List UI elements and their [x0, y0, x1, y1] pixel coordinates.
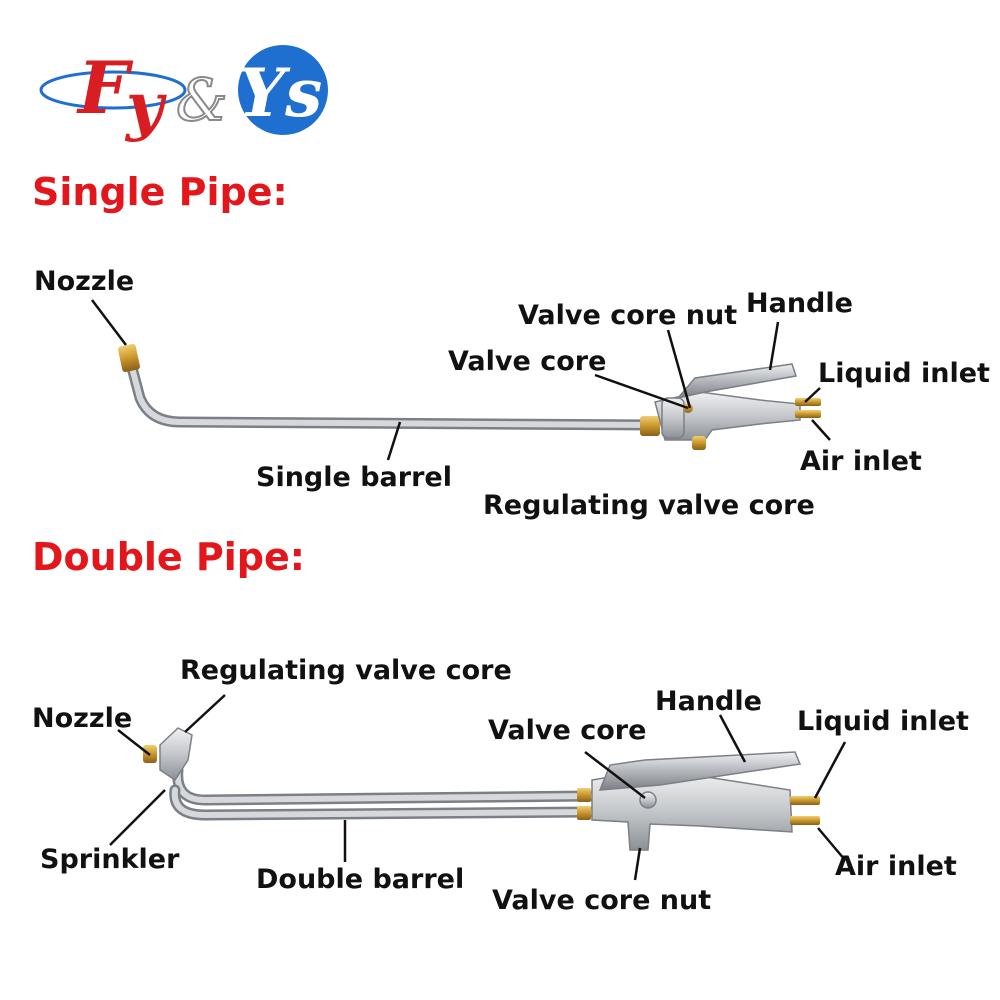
double-pipe-title: Double Pipe: [32, 535, 305, 579]
single-label-air-inlet: Air inlet [800, 446, 922, 477]
double-label-air-inlet: Air inlet [835, 851, 957, 882]
double-label-nozzle: Nozzle [32, 703, 133, 734]
double-label-sprinkler: Sprinkler [40, 844, 180, 875]
double-pipe-gun [143, 727, 820, 851]
svg-text:&: & [176, 66, 228, 134]
single-label-regulating-valve-core: Regulating valve core [483, 490, 815, 521]
brand-logo: F y & Ys [38, 28, 338, 153]
single-nozzle [118, 343, 140, 373]
single-leader-lines [91, 299, 831, 461]
single-label-liquid-inlet: Liquid inlet [818, 358, 990, 389]
single-label-single-barrel: Single barrel [256, 462, 452, 493]
single-label-valve-core: Valve core [448, 346, 607, 377]
double-label-valve-core: Valve core [488, 715, 647, 746]
svg-text:y: y [124, 69, 167, 144]
single-label-handle: Handle [746, 288, 853, 319]
double-label-handle: Handle [655, 686, 762, 717]
double-label-liquid-inlet: Liquid inlet [797, 706, 969, 737]
svg-text:Ys: Ys [238, 54, 322, 132]
single-pipe-gun [118, 343, 821, 450]
double-label-double-barrel: Double barrel [256, 864, 465, 895]
single-label-nozzle: Nozzle [34, 266, 135, 297]
svg-text:F: F [76, 45, 134, 130]
double-label-regulating-valve-core: Regulating valve core [180, 655, 512, 686]
single-pipe-title: Single Pipe: [32, 170, 288, 214]
logo-graphic: F y & Ys [39, 45, 328, 144]
double-label-valve-core-nut: Valve core nut [492, 885, 712, 916]
single-label-valve-core-nut: Valve core nut [518, 300, 738, 331]
double-leader-lines [109, 694, 847, 881]
